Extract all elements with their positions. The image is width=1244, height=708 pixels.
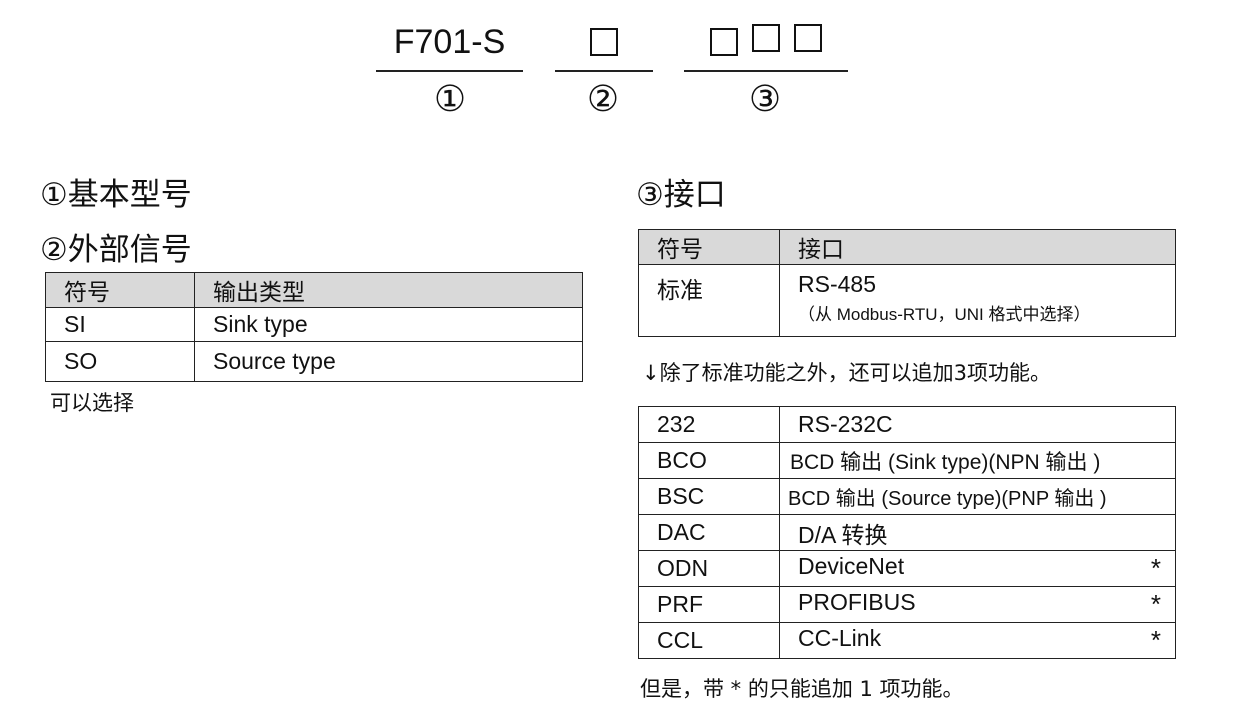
header-cell: 符号: [638, 229, 780, 265]
blank-box: [794, 24, 822, 52]
header-cell: 输出类型: [194, 272, 583, 308]
value-cell: DeviceNet *: [779, 550, 1176, 587]
value-cell: RS-232C: [779, 406, 1176, 443]
model-interface-slot: [684, 20, 848, 72]
star-mark: *: [1150, 625, 1161, 655]
section2-note: 可以选择: [50, 391, 134, 415]
table-row: BCO BCD 输出 (Sink type)(NPN 输出 ): [638, 442, 1176, 479]
table-row: 232 RS-232C: [638, 406, 1176, 443]
table-row: SO Source type: [45, 341, 583, 382]
code-cell: SO: [45, 341, 195, 382]
option-name: CC-Link: [798, 625, 882, 651]
code-cell: 232: [638, 406, 780, 443]
table-row: BSC BCD 输出 (Source type)(PNP 输出 ): [638, 478, 1176, 515]
value-cell: PROFIBUS *: [779, 586, 1176, 623]
blank-box: [710, 28, 738, 56]
marker-3: ③: [748, 79, 782, 120]
marker-1: ①: [433, 79, 467, 120]
table-row: PRF PROFIBUS *: [638, 586, 1176, 623]
interface-options-table: 232 RS-232C BCO BCD 输出 (Sink type)(NPN 输…: [638, 406, 1176, 659]
option-name: DeviceNet: [798, 553, 905, 579]
star-mark: *: [1150, 553, 1161, 583]
table-row: DAC D/A 转换: [638, 514, 1176, 551]
standard-interface-name: RS-485: [798, 271, 876, 297]
table-row: ODN DeviceNet *: [638, 550, 1176, 587]
value-cell: BCD 输出 (Sink type)(NPN 输出 ): [779, 442, 1176, 479]
code-cell: DAC: [638, 514, 780, 551]
section2-title: ②外部信号: [40, 232, 192, 268]
code-cell: 标准: [638, 264, 780, 337]
model-signal-slot: [555, 20, 653, 72]
section3-footnote: 但是，带 * 的只能追加 1 项功能。: [640, 677, 964, 701]
value-cell: D/A 转换: [779, 514, 1176, 551]
code-cell: SI: [45, 307, 195, 342]
blank-box: [590, 28, 618, 56]
marker-2: ②: [586, 79, 620, 120]
standard-interface-detail: （从 Modbus-RTU，UNI 格式中选择）: [798, 305, 1091, 324]
option-name: RS-232C: [798, 411, 893, 437]
option-name: PROFIBUS: [798, 589, 916, 615]
table-row: CCL CC-Link *: [638, 622, 1176, 659]
section3-title: ③接口: [636, 177, 726, 213]
interface-standard-table: 符号 接口 标准 RS-485 （从 Modbus-RTU，UNI 格式中选择）: [638, 229, 1176, 337]
table-header-row: 符号 输出类型: [45, 272, 583, 308]
value-cell: Source type: [194, 341, 583, 382]
code-cell: PRF: [638, 586, 780, 623]
table-row: 标准 RS-485 （从 Modbus-RTU，UNI 格式中选择）: [638, 264, 1176, 337]
code-cell: BCO: [638, 442, 780, 479]
code-cell: BSC: [638, 478, 780, 515]
value-cell: RS-485 （从 Modbus-RTU，UNI 格式中选择）: [779, 264, 1176, 337]
signal-table: 符号 输出类型 SI Sink type SO Source type: [45, 272, 583, 382]
option-name: BCD 输出 (Sink type)(NPN 输出 ): [790, 450, 1101, 474]
code-cell: CCL: [638, 622, 780, 659]
star-mark: *: [1150, 589, 1161, 619]
blank-box: [752, 24, 780, 52]
value-cell: CC-Link *: [779, 622, 1176, 659]
value-cell: BCD 输出 (Source type)(PNP 输出 ): [779, 478, 1176, 515]
table-header-row: 符号 接口: [638, 229, 1176, 265]
option-name: D/A 转换: [798, 521, 888, 548]
value-cell: Sink type: [194, 307, 583, 342]
header-cell: 符号: [45, 272, 195, 308]
table-row: SI Sink type: [45, 307, 583, 342]
model-base-code: F701-S: [376, 20, 523, 72]
section1-title: ①基本型号: [40, 177, 192, 213]
section3-note: ↓除了标准功能之外，还可以追加3项功能。: [642, 361, 1051, 385]
option-name: BCD 输出 (Source type)(PNP 输出 ): [788, 488, 1107, 510]
code-cell: ODN: [638, 550, 780, 587]
header-cell: 接口: [779, 229, 1176, 265]
model-base-text: F701-S: [393, 23, 506, 61]
